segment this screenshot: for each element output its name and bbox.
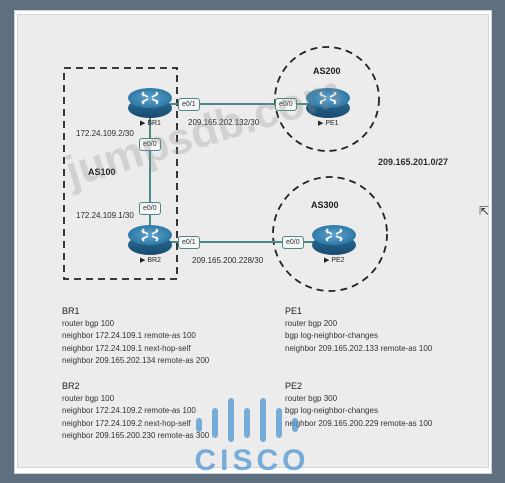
pe2-router-icon	[312, 225, 356, 255]
cisco-wordmark: CISCO	[194, 444, 310, 477]
br2-e00-tag: e0/0	[139, 202, 161, 215]
br1-config-line: neighbor 172.24.109.1 next-hop-self	[62, 343, 191, 353]
pe1-router-icon	[306, 88, 350, 118]
pe-network-label: 209.165.201.0/27	[378, 157, 449, 167]
br2-config-line: router bgp 100	[62, 393, 115, 403]
br1-config-line: router bgp 100	[62, 318, 115, 328]
cisco-bars-icon	[196, 398, 298, 442]
br1-router-icon	[128, 88, 172, 118]
pe2-config-title: PE2	[285, 381, 303, 391]
mouse-cursor-icon: ⇱	[479, 204, 490, 218]
br1-pe1-subnet-label: 209.165.202.132/30	[188, 118, 260, 127]
br2-config-line: neighbor 172.24.109.2 next-hop-self	[62, 418, 191, 428]
as100-label: AS100	[88, 167, 116, 177]
br2-config-title: BR2	[62, 381, 80, 391]
pe2-config: PE2 router bgp 300 bgp log-neighbor-chan…	[285, 380, 432, 430]
pe1-e00-tag: e0/0	[275, 98, 297, 111]
pe2-config-line: router bgp 300	[285, 393, 338, 403]
as300-label: AS300	[311, 200, 339, 210]
as300-boundary	[272, 176, 388, 292]
br2-name: ▶ BR2	[140, 257, 161, 264]
br1-config-title: BR1	[62, 306, 80, 316]
pe1-config-line: router bgp 200	[285, 318, 338, 328]
br1-config: BR1 router bgp 100 neighbor 172.24.109.1…	[62, 305, 209, 368]
br2-router-icon	[128, 225, 172, 255]
as100-boundary	[63, 67, 178, 280]
pe2-config-line: bgp log-neighbor-changes	[285, 406, 378, 416]
br1-e01-tag: e0/1	[178, 98, 200, 111]
br2-e01-tag: e0/1	[178, 236, 200, 249]
br2-config-line: neighbor 209.165.200.230 remote-as 300	[62, 431, 210, 441]
pe2-config-line: neighbor 209.165.200.229 remote-as 100	[285, 418, 433, 428]
br2-config-line: neighbor 172.24.109.2 remote-as 100	[62, 406, 196, 416]
br1-e00-tag: e0/0	[139, 138, 161, 151]
pe1-config-title: PE1	[285, 306, 303, 316]
br2-pe2-subnet-label: 209.165.200.228/30	[192, 256, 264, 265]
pe1-config-line: bgp log-neighbor-changes	[285, 331, 378, 341]
cisco-logo: CISCO	[182, 396, 322, 477]
br1-config-line: neighbor 209.165.202.134 remote-as 200	[62, 356, 210, 366]
pe1-config-line: neighbor 209.165.202.133 remote-as 100	[285, 343, 433, 353]
br1-name: ▶ BR1	[140, 120, 161, 127]
pe2-e00-tag: e0/0	[282, 236, 304, 249]
br1-config-line: neighbor 172.24.109.1 remote-as 100	[62, 331, 196, 341]
as200-label: AS200	[313, 66, 341, 76]
pe1-config: PE1 router bgp 200 bgp log-neighbor-chan…	[285, 305, 432, 355]
br2-ip-label: 172.24.109.1/30	[76, 211, 134, 220]
br1-ip-label: 172.24.109.2/30	[76, 129, 134, 138]
as200-boundary	[274, 46, 380, 152]
pe2-name: ▶ PE2	[324, 257, 345, 264]
br2-config: BR2 router bgp 100 neighbor 172.24.109.2…	[62, 380, 209, 443]
pe1-name: ▶ PE1	[318, 120, 339, 127]
